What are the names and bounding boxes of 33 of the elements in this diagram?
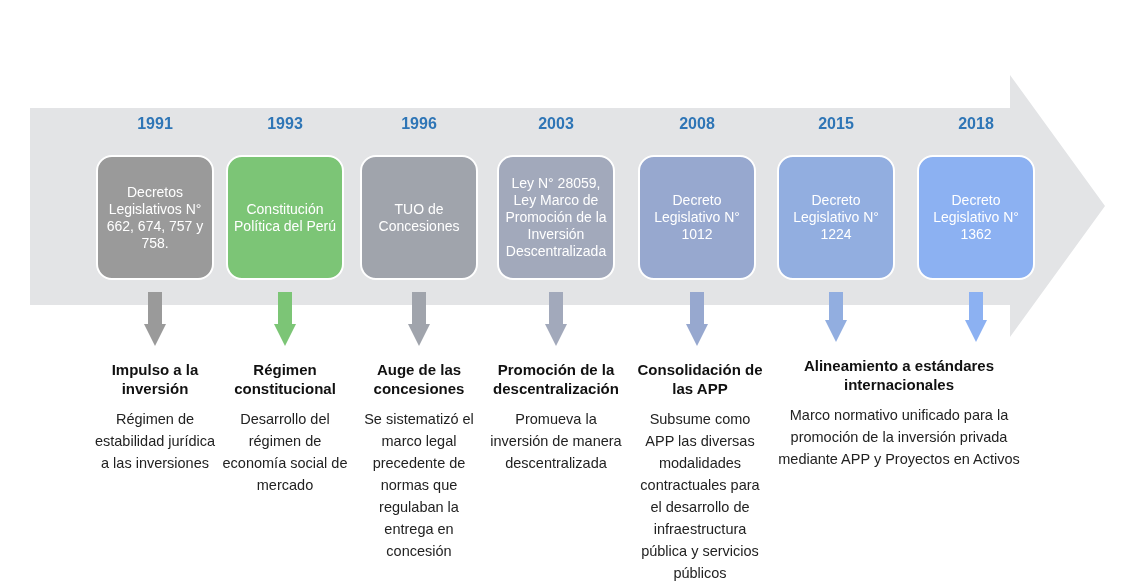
milestone-box: Constitución Política del Perú [226,155,344,280]
milestone-box: Decreto Legislativo N° 1362 [917,155,1035,280]
milestone-description: Desarrollo del régimen de economía social de mercado [221,410,349,495]
milestone-box: Ley N° 28059, Ley Marco de Promoción de la Inversión Descentralizada [497,155,615,280]
down-arrow [144,292,166,346]
year-label: 2015 [817,115,855,133]
year-label: 1993 [266,115,304,133]
milestone-box: Decreto Legislativo N° 1012 [638,155,756,280]
milestone-heading: Auge de las concesiones [372,360,466,398]
down-arrow [545,292,567,346]
milestone-heading: Promoción de la descentralización [492,360,620,398]
year-label: 2018 [957,115,995,133]
milestone-heading: Alineamiento a estándares internacionales [802,356,996,394]
year-label: 2008 [678,115,716,133]
down-arrow [825,292,847,342]
milestone-box: TUO de Concesiones [360,155,478,280]
down-arrow [686,292,708,346]
milestone-description: Régimen de estabilidad jurídica a las inversiones [93,410,217,473]
down-arrow [408,292,430,346]
milestone-description: Se sistematizó el marco legal precedente de normas que regulaban la entrega en concesión [363,410,475,561]
milestone-box: Decretos Legislativos N° 662, 674, 757 y 758. [96,155,214,280]
milestone-heading: Consolidación de las APP [636,360,764,398]
year-label: 1996 [400,115,438,133]
year-label: 1991 [136,115,174,133]
milestone-heading: Régimen constitucional [233,360,337,398]
down-arrow [274,292,296,346]
year-label: 2003 [537,115,575,133]
milestone-heading: Impulso a la inversión [110,360,200,398]
milestone-description: Promueva la inversión de manera descentralizada [489,410,623,473]
milestone-description: Marco normativo unificado para la promoción de la inversión privada mediante APP y Proyectos en Activos [777,406,1021,469]
milestone-box: Decreto Legislativo N° 1224 [777,155,895,280]
milestone-description: Subsume como APP las diversas modalidades contractuales para el desarrollo de infraestructura pública y servicios públicos [639,410,761,581]
down-arrow [965,292,987,342]
